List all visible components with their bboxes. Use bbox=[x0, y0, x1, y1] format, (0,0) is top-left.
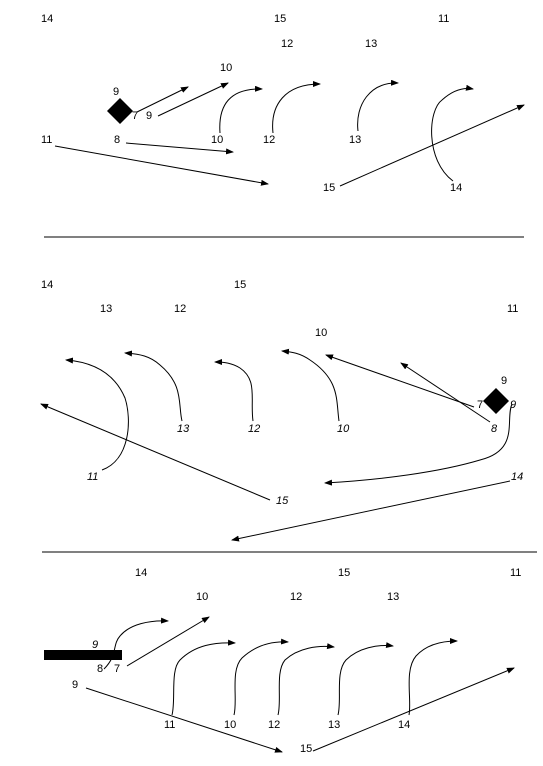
player-label: 11 bbox=[164, 719, 175, 731]
player-label: 13 bbox=[328, 719, 340, 731]
route-arrow bbox=[324, 403, 513, 486]
route-arrow bbox=[431, 84, 474, 182]
player-label: 12 bbox=[268, 719, 280, 731]
player-label: 14 bbox=[450, 182, 462, 194]
player-label: 15 bbox=[338, 567, 350, 579]
player-label: 15 bbox=[234, 279, 246, 291]
player-label: 7 bbox=[477, 399, 483, 411]
player-label: 8 bbox=[491, 423, 498, 435]
route-arrow bbox=[124, 350, 183, 422]
player-label: 15 bbox=[300, 743, 312, 755]
player-label: 10 bbox=[220, 62, 232, 74]
line-of-scrimmage-block bbox=[44, 650, 122, 660]
ball-marker bbox=[107, 98, 133, 124]
route-arrow bbox=[219, 85, 263, 134]
player-label: 7 bbox=[114, 663, 120, 675]
route-arrow bbox=[157, 82, 229, 117]
player-label: 9 bbox=[146, 110, 152, 122]
route-arrow bbox=[171, 639, 236, 716]
route-arrow bbox=[233, 638, 289, 716]
player-label: 12 bbox=[281, 38, 293, 50]
player-label: 10 bbox=[211, 134, 223, 146]
route-arrow bbox=[214, 359, 254, 422]
player-label: 12 bbox=[248, 423, 260, 435]
player-label: 11 bbox=[510, 567, 521, 579]
player-label: 12 bbox=[174, 303, 186, 315]
route-arrow bbox=[103, 617, 169, 670]
player-label: 14 bbox=[511, 471, 523, 483]
route-arrow bbox=[136, 86, 189, 113]
player-label: 14 bbox=[135, 567, 147, 579]
player-label: 10 bbox=[196, 591, 208, 603]
player-label: 15 bbox=[276, 495, 289, 507]
panel-1: 14 15 11 12 13 10 9 7 9 11 8 10 12 13 15… bbox=[41, 13, 525, 194]
ball-marker bbox=[483, 388, 509, 414]
player-label: 13 bbox=[387, 591, 399, 603]
route-arrow bbox=[357, 79, 399, 132]
route-arrow bbox=[281, 348, 340, 422]
player-label: 10 bbox=[224, 719, 236, 731]
player-label: 8 bbox=[114, 134, 120, 146]
route-arrow bbox=[400, 362, 491, 423]
route-arrow bbox=[126, 616, 210, 667]
player-label: 11 bbox=[507, 303, 518, 315]
player-label: 9 bbox=[501, 375, 507, 387]
player-label: 12 bbox=[290, 591, 302, 603]
player-label: 11 bbox=[438, 13, 449, 25]
player-label: 13 bbox=[100, 303, 112, 315]
route-arrow bbox=[272, 81, 321, 134]
route-arrow bbox=[339, 104, 525, 187]
route-arrow bbox=[54, 145, 269, 186]
player-label: 10 bbox=[315, 327, 327, 339]
player-label: 10 bbox=[337, 423, 350, 435]
player-label: 9 bbox=[72, 679, 78, 691]
player-label: 11 bbox=[41, 134, 52, 146]
player-label: 11 bbox=[87, 471, 98, 483]
player-label: 14 bbox=[398, 719, 410, 731]
player-label: 14 bbox=[41, 279, 53, 291]
player-label: 8 bbox=[97, 663, 103, 675]
route-arrow bbox=[125, 142, 234, 155]
player-label: 15 bbox=[323, 182, 335, 194]
player-label: 13 bbox=[365, 38, 377, 50]
panel-2: 14 15 13 12 11 10 9 7 9 8 13 12 10 14 11… bbox=[40, 279, 523, 542]
player-label: 14 bbox=[41, 13, 53, 25]
panel-3: 14 15 11 10 12 13 9 8 7 9 11 10 12 13 14… bbox=[44, 567, 521, 755]
player-label: 13 bbox=[177, 423, 190, 435]
route-arrow bbox=[337, 642, 394, 716]
route-arrow bbox=[231, 480, 511, 542]
player-label: 7 bbox=[132, 110, 138, 122]
player-label: 9 bbox=[113, 86, 119, 98]
route-arrow bbox=[277, 643, 335, 716]
route-arrow bbox=[408, 638, 458, 716]
route-arrow bbox=[40, 403, 271, 501]
route-arrow bbox=[325, 354, 475, 408]
player-label: 12 bbox=[263, 134, 275, 146]
player-label: 15 bbox=[274, 13, 286, 25]
player-label: 9 bbox=[510, 399, 516, 411]
route-arrow bbox=[85, 687, 283, 753]
route-arrow bbox=[65, 357, 129, 471]
player-label: 13 bbox=[349, 134, 361, 146]
player-label: 9 bbox=[92, 639, 98, 651]
route-arrow bbox=[312, 667, 515, 752]
